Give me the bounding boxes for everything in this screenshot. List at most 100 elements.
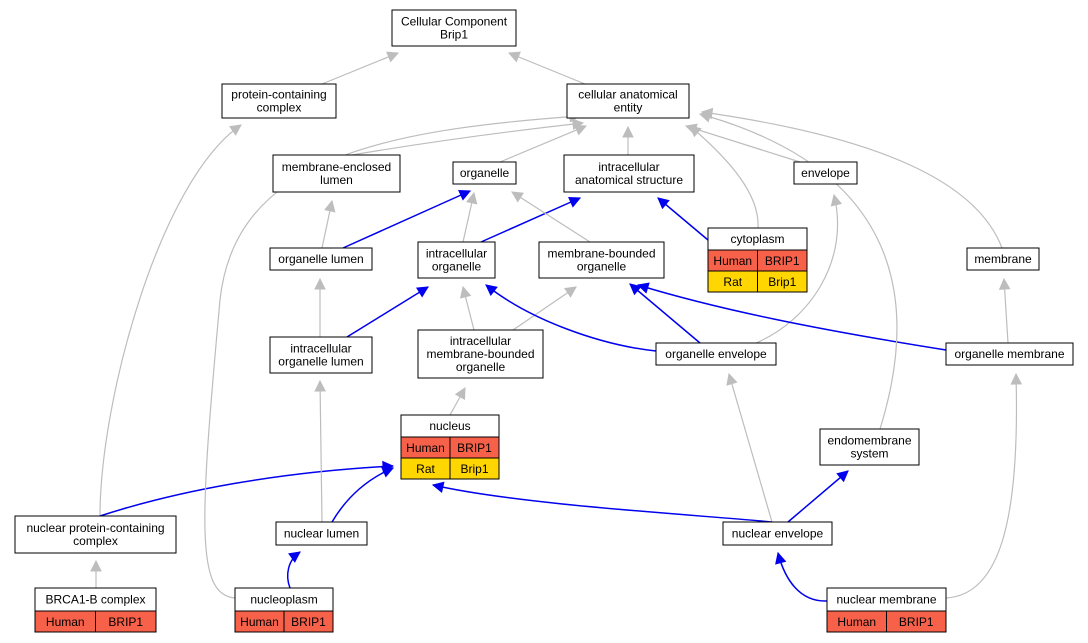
edge-part-of	[787, 470, 849, 523]
edge-arrowhead	[622, 125, 634, 138]
edge-arrowhead	[726, 372, 738, 386]
edge-part-of	[331, 466, 395, 523]
term-node-nuc-lumen[interactable]: nuclear lumen	[275, 521, 368, 546]
edge-line	[777, 552, 828, 602]
edge-line	[346, 286, 429, 338]
term-box	[269, 247, 373, 271]
term-label: nucleoplasm	[250, 593, 317, 607]
edge-arrowhead	[836, 470, 849, 483]
edge-arrowhead	[459, 285, 472, 299]
edge-arrowhead	[998, 277, 1011, 290]
edge-line	[945, 373, 1018, 599]
term-box	[722, 521, 833, 546]
edge-arrowhead	[568, 196, 582, 208]
term-node-nuc-env[interactable]: nuclear envelope	[722, 521, 833, 546]
edge-line	[728, 373, 773, 523]
edge-part-of	[480, 196, 582, 243]
term-label: complex	[73, 534, 118, 548]
edge-line	[787, 470, 849, 523]
term-label: nuclear membrane	[836, 593, 936, 607]
edge-arrowhead	[458, 189, 472, 201]
term-box	[272, 154, 401, 193]
edge-line	[637, 284, 947, 351]
edge-line	[499, 125, 587, 163]
term-node-org-mem[interactable]: organelle membrane	[945, 342, 1074, 366]
edge-is-a	[321, 199, 336, 249]
species-label: Human	[46, 615, 85, 629]
edge-is-a	[459, 285, 475, 331]
term-label: organelle	[432, 260, 482, 274]
term-node-envelope[interactable]: envelope	[793, 161, 858, 185]
edge-line	[629, 283, 701, 344]
term-box	[417, 329, 544, 379]
edge-is-a	[755, 193, 843, 344]
term-node-membrane[interactable]: membrane	[966, 247, 1040, 271]
edge-is-a	[351, 118, 585, 156]
edge-is-a	[499, 124, 588, 163]
term-box	[275, 521, 368, 546]
edge-line	[701, 111, 1003, 249]
edge-layer	[90, 51, 1023, 602]
edge-is-a	[998, 277, 1011, 344]
edge-line	[755, 194, 839, 344]
edge-part-of	[629, 283, 701, 344]
term-label: nucleus	[429, 419, 470, 433]
term-label: membrane	[974, 252, 1032, 266]
edge-arrowhead	[657, 197, 670, 210]
term-label: intracellular	[598, 160, 659, 174]
edge-part-of	[346, 286, 429, 338]
edge-arrowhead	[485, 284, 498, 297]
gene-symbol: BRIP1	[899, 615, 934, 629]
edge-part-of	[342, 189, 472, 249]
term-label: organelle lumen	[278, 355, 363, 369]
term-label: Cellular Component	[401, 15, 508, 29]
term-node-org-env[interactable]: organelle envelope	[655, 342, 777, 366]
edge-line	[480, 197, 581, 243]
edge-line	[657, 197, 709, 241]
term-label: endomembrane	[827, 434, 911, 448]
edge-line	[342, 190, 471, 249]
edge-line	[512, 286, 577, 331]
term-box	[417, 241, 496, 279]
term-label: nuclear lumen	[284, 527, 359, 541]
term-box	[793, 161, 858, 185]
edge-line	[321, 52, 399, 85]
edge-arrowhead	[381, 466, 395, 478]
term-label: entity	[614, 101, 643, 115]
term-node-org-lumen[interactable]: organelle lumen	[269, 247, 373, 271]
edge-arrowhead	[314, 379, 326, 392]
term-label: anatomical structure	[575, 173, 683, 187]
species-label: Rat	[723, 275, 742, 289]
gene-symbol: BRIP1	[291, 615, 326, 629]
edge-is-a	[507, 51, 586, 85]
edge-line	[689, 125, 759, 229]
edge-is-a	[512, 286, 577, 331]
edge-line	[319, 380, 323, 523]
term-node-organelle[interactable]: organelle	[452, 161, 517, 185]
term-label: complex	[257, 101, 302, 115]
edge-is-a	[99, 124, 242, 517]
term-label: organelle	[577, 260, 627, 274]
edge-part-of	[636, 282, 947, 351]
term-label: cytoplasm	[730, 232, 784, 246]
edge-arrowhead	[629, 283, 642, 296]
term-box	[655, 342, 777, 366]
edge-is-a	[726, 372, 773, 523]
species-label: Human	[837, 615, 876, 629]
